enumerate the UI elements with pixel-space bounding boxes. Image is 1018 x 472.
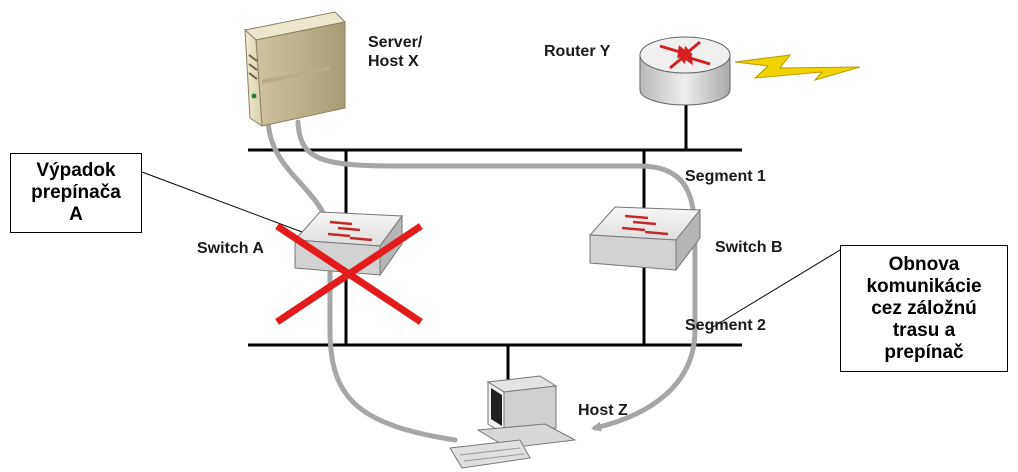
failure-callout-line: A — [69, 204, 83, 225]
red-x-icon — [275, 223, 423, 325]
segment-2-label: Segment 2 — [685, 317, 766, 334]
failure-callout-leader — [141, 171, 319, 239]
recovery-callout-line: trasu a — [892, 319, 956, 341]
failure-callout-line: Výpadok — [36, 160, 116, 181]
failed-path — [265, 115, 458, 443]
switch-b-label: Switch B — [715, 239, 783, 256]
recovery-callout-line: komunikácie — [866, 275, 982, 297]
switch-a-label: Switch A — [197, 240, 264, 257]
recovery-callout-line: cez záložnú — [871, 297, 977, 319]
server-label: Server/ Host X — [368, 33, 422, 71]
backup-path — [295, 119, 698, 432]
desktop-computer-icon — [449, 375, 577, 469]
recovery-callout-leader — [707, 249, 841, 331]
host-z-label: Host Z — [578, 402, 628, 419]
server-label-line-1: Server/ — [368, 34, 423, 51]
router-label: Router Y — [544, 43, 611, 60]
recovery-callout-line: prepínač — [884, 341, 964, 363]
segment-1-label: Segment 1 — [685, 168, 766, 185]
switch-a-icon — [293, 211, 403, 277]
lightning-bolt-icon — [734, 54, 861, 81]
server-tower-icon — [243, 11, 347, 127]
recovery-callout: Obnova komunikácie cez záložnú trasu a p… — [840, 245, 1008, 372]
server-label-line-2: Host X — [368, 53, 419, 70]
switch-b-icon — [588, 206, 702, 272]
failure-callout-line: prepínača — [31, 182, 121, 203]
router-icon — [639, 36, 731, 106]
failure-callout: Výpadok prepínača A — [10, 153, 142, 233]
recovery-callout-line: Obnova — [888, 253, 960, 275]
